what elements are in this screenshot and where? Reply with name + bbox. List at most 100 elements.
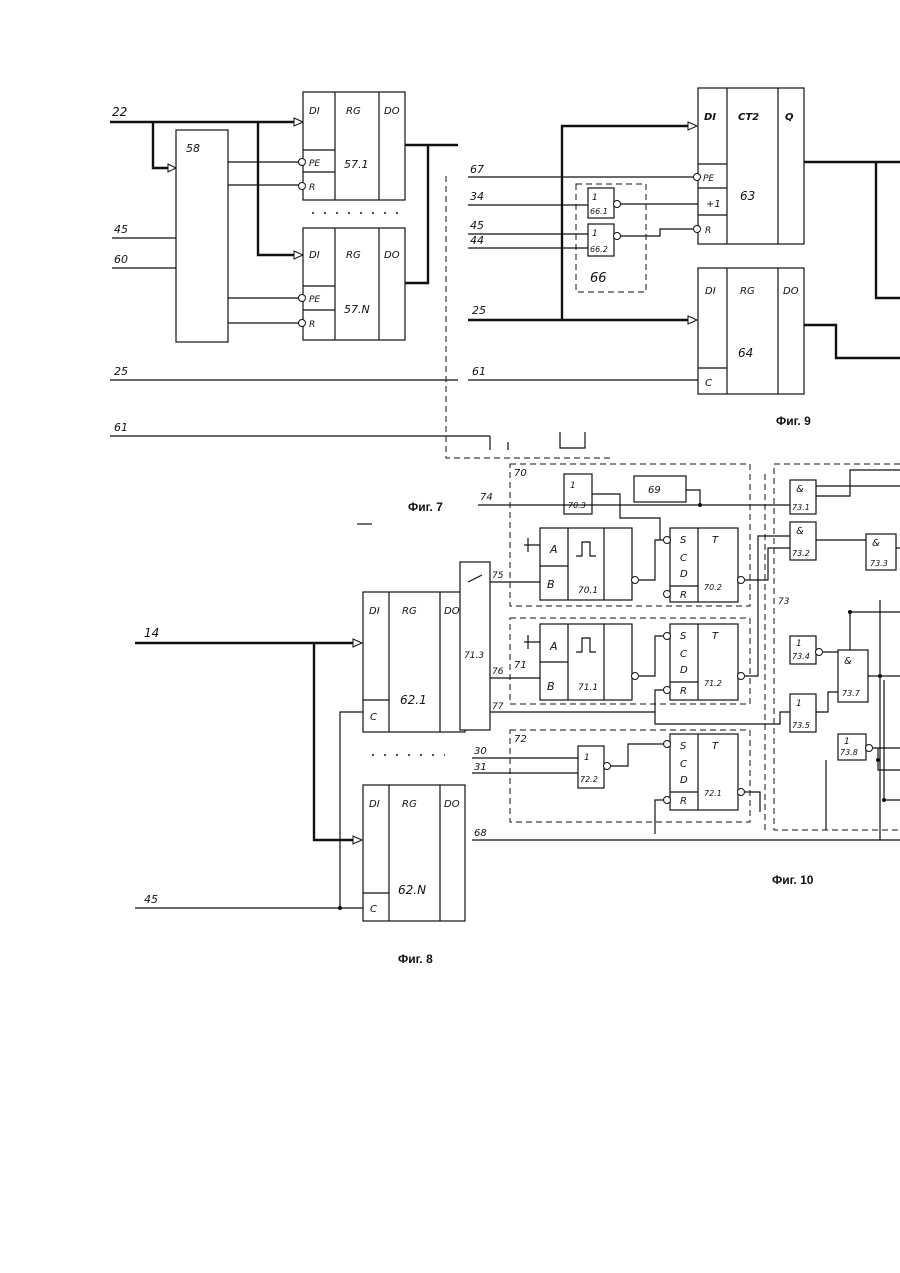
svg-text:D: D [680, 775, 688, 786]
svg-text:73.3: 73.3 [870, 559, 888, 568]
block-58 [176, 130, 228, 342]
svg-text:68: 68 [474, 828, 487, 839]
block-71-3 [460, 562, 490, 730]
svg-text:RG: RG [346, 106, 361, 117]
svg-text:73.4: 73.4 [792, 652, 810, 661]
svg-text:DI: DI [369, 799, 380, 810]
caption-fig-9: Фиг. 9 [776, 414, 811, 428]
trigger-71-2: S C D R T 71.2 [664, 624, 745, 700]
svg-text:62.N: 62.N [398, 883, 426, 897]
svg-text:C: C [370, 712, 377, 723]
svg-text:72: 72 [514, 734, 527, 745]
svg-text:S: S [680, 741, 687, 752]
arrow-icon [688, 316, 697, 324]
figure-10: 71.3 70 1 70.3 69 74 A B 70.1 [460, 464, 900, 887]
svg-text:31: 31 [474, 762, 487, 773]
svg-text:71: 71 [514, 660, 527, 671]
svg-text:63: 63 [740, 189, 755, 203]
svg-text:71.3: 71.3 [464, 651, 484, 661]
svg-text:DO: DO [384, 106, 400, 117]
svg-text:74: 74 [480, 492, 493, 503]
svg-text:S: S [680, 631, 687, 642]
arrow-icon [294, 118, 303, 126]
register-62-1: DI RG DO C 62.1 [363, 592, 465, 732]
input-label-45: 45 [144, 893, 158, 906]
svg-text:&: & [844, 656, 852, 667]
svg-text:DO: DO [783, 286, 799, 297]
svg-text:70: 70 [514, 468, 527, 479]
svg-text:69: 69 [648, 485, 661, 496]
svg-text:B: B [547, 578, 555, 591]
svg-text:&: & [796, 526, 804, 537]
svg-text:+1: +1 [706, 199, 721, 210]
svg-text:R: R [309, 183, 315, 193]
svg-text:70.1: 70.1 [578, 586, 598, 596]
svg-text:PE: PE [309, 159, 320, 169]
svg-text:1: 1 [592, 229, 598, 239]
svg-text:73.8: 73.8 [840, 748, 858, 757]
input-label-22: 22 [112, 105, 127, 119]
svg-text:C: C [680, 553, 687, 564]
arrow-icon [688, 122, 697, 130]
svg-text:1: 1 [796, 699, 802, 709]
svg-text:73.7: 73.7 [842, 689, 861, 698]
register-57-N: DI RG DO PE R 57.N [299, 228, 406, 340]
figure-9: DI CT2 Q PE +1 R 63 DI RG DO C 64 25 67 [468, 88, 900, 428]
svg-text:CT2: CT2 [738, 112, 759, 123]
svg-text:73: 73 [778, 597, 790, 607]
caption-fig-10: Фиг. 10 [772, 873, 814, 887]
input-label-25: 25 [472, 304, 486, 317]
svg-text:72.2: 72.2 [580, 775, 598, 784]
svg-text:&: & [796, 484, 804, 495]
svg-text:57.1: 57.1 [344, 158, 369, 171]
svg-text:62.1: 62.1 [400, 693, 427, 707]
svg-text:R: R [680, 590, 687, 601]
svg-text:RG: RG [402, 799, 417, 810]
svg-text:T: T [712, 631, 719, 642]
block-58-label: 58 [186, 142, 200, 155]
svg-text:T: T [712, 535, 719, 546]
counter-63: DI CT2 Q PE +1 R 63 [694, 88, 805, 244]
svg-text:64: 64 [738, 346, 753, 360]
svg-text:73.2: 73.2 [792, 549, 810, 558]
svg-text:A: A [549, 543, 558, 556]
svg-text:B: B [547, 680, 555, 693]
input-label-25: 25 [114, 365, 128, 378]
input-label-45: 45 [114, 223, 128, 236]
svg-text:&: & [872, 538, 880, 549]
svg-text:DO: DO [384, 250, 400, 261]
svg-text:RG: RG [740, 286, 755, 297]
svg-text:DI: DI [309, 250, 320, 261]
svg-text:71.1: 71.1 [578, 683, 598, 693]
svg-text:D: D [680, 569, 688, 580]
svg-text:72.1: 72.1 [704, 789, 722, 798]
svg-text:R: R [680, 686, 687, 697]
svg-text:30: 30 [474, 746, 487, 757]
arrow-icon [168, 164, 176, 172]
svg-text:DI: DI [309, 106, 320, 117]
svg-text:73.5: 73.5 [792, 721, 810, 730]
svg-text:R: R [309, 320, 315, 330]
svg-text:D: D [680, 665, 688, 676]
svg-text:66.2: 66.2 [590, 245, 608, 254]
figure-7: 22 58 45 60 DI RG DO PE R 57.1 [110, 92, 614, 524]
svg-text:67: 67 [470, 163, 484, 176]
caption-fig-7: Фиг. 7 [408, 500, 443, 514]
svg-text:1: 1 [570, 481, 576, 491]
register-64: DI RG DO C 64 [698, 268, 804, 394]
svg-text:A: A [549, 640, 558, 653]
svg-text:44: 44 [470, 234, 484, 247]
arrow-icon [353, 836, 362, 844]
svg-text:71.2: 71.2 [704, 679, 722, 688]
figure-8: 14 DI RG DO C 62.1 DI RG DO C 62.N 45 Фи… [135, 592, 465, 966]
svg-text:C: C [680, 759, 687, 770]
svg-text:DI: DI [369, 606, 380, 617]
input-label-60: 60 [114, 253, 128, 266]
svg-text:RG: RG [346, 250, 361, 261]
svg-text:77: 77 [492, 702, 504, 712]
trigger-72-1: S C D R T 72.1 [664, 734, 745, 810]
input-label-14: 14 [144, 626, 159, 640]
svg-text:DO: DO [444, 799, 460, 810]
register-57-1: DI RG DO PE R 57.1 [299, 92, 406, 200]
